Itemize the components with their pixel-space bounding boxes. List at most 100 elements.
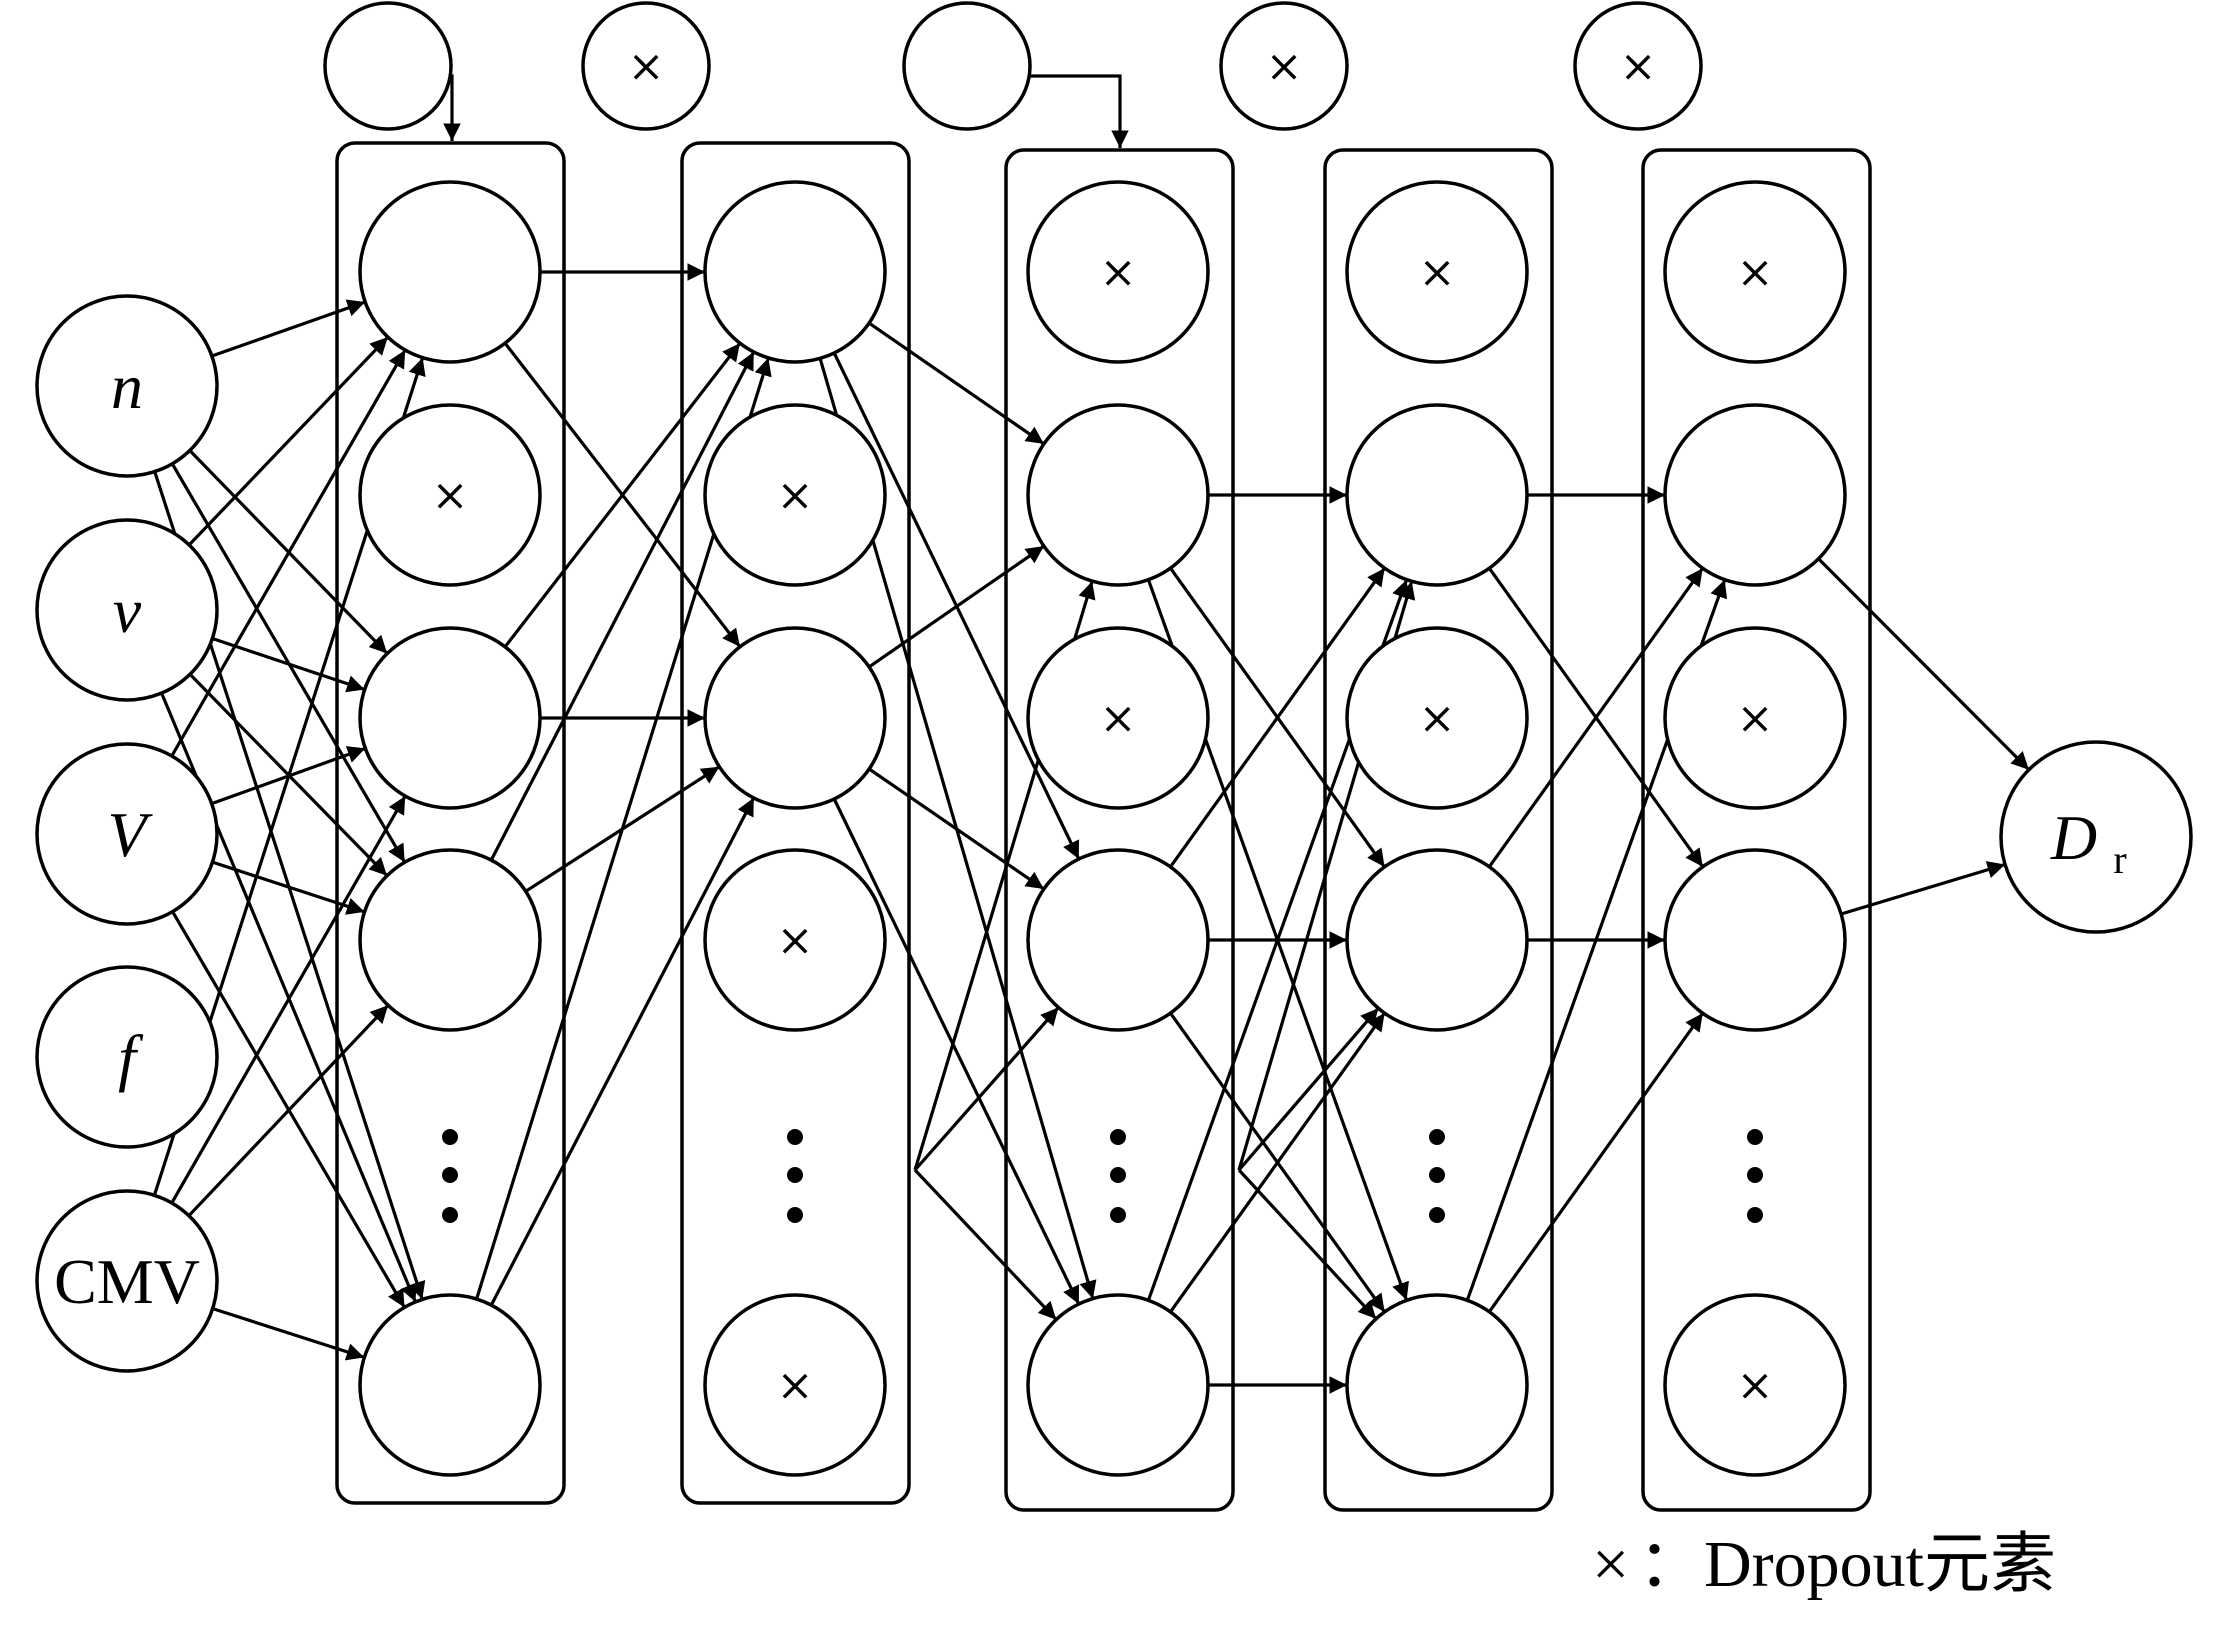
hidden-node-l4-4 xyxy=(1345,848,1529,1032)
input-label-3: V xyxy=(107,799,153,870)
ellipsis-dot-l1-3 xyxy=(442,1207,458,1223)
drop-mark-l5-5: × xyxy=(1737,1360,1774,1411)
edge-l5-n4-to-output xyxy=(1840,861,2006,916)
edge-l1-n5-to-l2-n3 xyxy=(489,797,756,1306)
edge-l2-ellipsis-to-l3-n5 xyxy=(913,1168,1058,1321)
bias-node-layer-1 xyxy=(323,1,453,131)
hidden-node-l5-5 xyxy=(1663,1293,1847,1477)
edge-l3-ellipsis-to-l4-n5 xyxy=(1237,1168,1378,1320)
bias-node-layer-4 xyxy=(1219,1,1349,131)
bias-node-layer-5 xyxy=(1573,1,1703,131)
bias-node-layer-3 xyxy=(902,1,1032,131)
input-node-4 xyxy=(35,965,219,1149)
drop-mark-l1-2: × xyxy=(432,470,469,521)
ellipsis-dot-l3-1 xyxy=(1110,1129,1126,1145)
layer-box-3 xyxy=(1004,148,1235,1512)
ellipsis-dot-l2-3 xyxy=(787,1207,803,1223)
bias-node-drop-mark-2: × xyxy=(628,41,665,92)
ellipsis-dot-l4-2 xyxy=(1429,1167,1445,1183)
drop-mark-l3-1: × xyxy=(1100,247,1137,298)
edge-l2-n1-to-l3-n2 xyxy=(868,321,1045,446)
ellipsis-dot-l3-2 xyxy=(1110,1167,1126,1183)
hidden-node-l3-2 xyxy=(1026,403,1210,587)
hidden-node-l2-1 xyxy=(703,180,887,364)
edge-l4-n4-to-l5-n2 xyxy=(1487,567,1705,868)
ellipsis-dot-l4-3 xyxy=(1429,1207,1445,1223)
ellipsis-dot-l5-2 xyxy=(1747,1167,1763,1183)
edge-input-5-to-l1-node-5 xyxy=(212,1307,365,1361)
hidden-node-l2-5 xyxy=(703,1293,887,1477)
layer-boxes xyxy=(335,141,1872,1512)
edge-input-1-to-l1-node-1 xyxy=(211,299,366,358)
input-label-1: n xyxy=(111,351,143,422)
hidden-node-l1-2 xyxy=(358,403,542,587)
edge-l5-n2-to-output xyxy=(1817,557,2031,771)
input-label-2: v xyxy=(113,575,142,646)
hidden-node-l2-4 xyxy=(703,848,887,1032)
hidden-node-l2-2 xyxy=(703,403,887,587)
drop-mark-l4-3: × xyxy=(1419,693,1456,744)
drop-mark-l2-4: × xyxy=(777,915,814,966)
ellipsis-dot-l1-2 xyxy=(442,1167,458,1183)
bias-arrow-layer-3 xyxy=(1030,74,1129,148)
hidden-node-l4-5 xyxy=(1345,1293,1529,1477)
output-node xyxy=(1999,740,2193,934)
drop-mark-l5-1: × xyxy=(1737,247,1774,298)
layer-box-5 xyxy=(1641,148,1872,1512)
bias-node-layer-2 xyxy=(581,1,711,131)
hidden-node-l5-4 xyxy=(1663,848,1847,1032)
ellipsis-dot-l3-3 xyxy=(1110,1207,1126,1223)
layer-box-2 xyxy=(680,141,911,1505)
hidden-node-l5-1 xyxy=(1663,180,1847,364)
legend: × ：Dropout元素 xyxy=(1592,1528,2056,1601)
bias-node-drop-mark-4: × xyxy=(1266,41,1303,92)
input-node-3 xyxy=(35,742,219,926)
drop-mark-l4-1: × xyxy=(1419,247,1456,298)
output-label: D xyxy=(2050,802,2097,873)
hidden-node-l5-2 xyxy=(1663,403,1847,587)
edge-l2-ellipsis-to-l3-n4 xyxy=(913,1006,1060,1172)
hidden-node-l3-4 xyxy=(1026,848,1210,1032)
edge-input-2-to-l1-node-3 xyxy=(211,636,366,693)
output-subscript: r xyxy=(2113,837,2126,882)
edge-l1-n4-to-l2-n1 xyxy=(489,351,756,861)
edge-input-2-to-l1-node-1 xyxy=(188,335,389,547)
edge-l2-n3-to-l3-n2 xyxy=(868,544,1045,669)
hidden-node-l5-3 xyxy=(1663,626,1847,810)
hidden-node-l1-5 xyxy=(358,1293,542,1477)
edge-input-5-to-l1-node-3 xyxy=(170,795,407,1204)
input-node-2 xyxy=(35,518,219,702)
hidden-node-l3-1 xyxy=(1026,180,1210,364)
ellipsis-dot-l5-1 xyxy=(1747,1129,1763,1145)
legend-mark: × xyxy=(1592,1528,1629,1601)
ellipsis-dot-l2-1 xyxy=(787,1129,803,1145)
edge-l3-n4-to-l4-n2 xyxy=(1169,567,1386,868)
hidden-node-l1-3 xyxy=(358,626,542,810)
drop-mark-l5-3: × xyxy=(1737,693,1774,744)
edge-l1-n3-to-l2-n1 xyxy=(503,342,742,648)
hidden-node-l4-3 xyxy=(1345,626,1529,810)
layer-box-4 xyxy=(1323,148,1554,1512)
hidden-node-l1-1 xyxy=(358,180,542,364)
legend-text: ：Dropout元素 xyxy=(1638,1528,2056,1601)
bias-arrow-layer-1 xyxy=(443,74,461,141)
hidden-node-l2-3 xyxy=(703,626,887,810)
ellipsis-dot-l1-1 xyxy=(442,1129,458,1145)
hidden-node-l1-4 xyxy=(358,848,542,1032)
ellipsis-dot-l4-1 xyxy=(1429,1129,1445,1145)
drop-mark-l3-3: × xyxy=(1100,693,1137,744)
ellipsis-dot-l5-3 xyxy=(1747,1207,1763,1223)
drop-mark-l2-5: × xyxy=(777,1360,814,1411)
edge-l2-n3-to-l3-n4 xyxy=(868,767,1045,891)
edge-l3-n5-to-l4-n4 xyxy=(1169,1012,1386,1313)
hidden-node-l4-1 xyxy=(1345,180,1529,364)
input-node-5 xyxy=(35,1189,219,1373)
hidden-node-l3-3 xyxy=(1026,626,1210,810)
edge-l3-ellipsis-to-l4-n4 xyxy=(1237,1007,1380,1172)
edge-input-5-to-l1-node-4 xyxy=(187,1004,390,1217)
edge-input-3-to-l1-node-1 xyxy=(170,349,407,757)
hidden-node-l4-2 xyxy=(1345,403,1529,587)
bias-node-drop-mark-5: × xyxy=(1620,41,1657,92)
input-node-1 xyxy=(35,294,219,478)
